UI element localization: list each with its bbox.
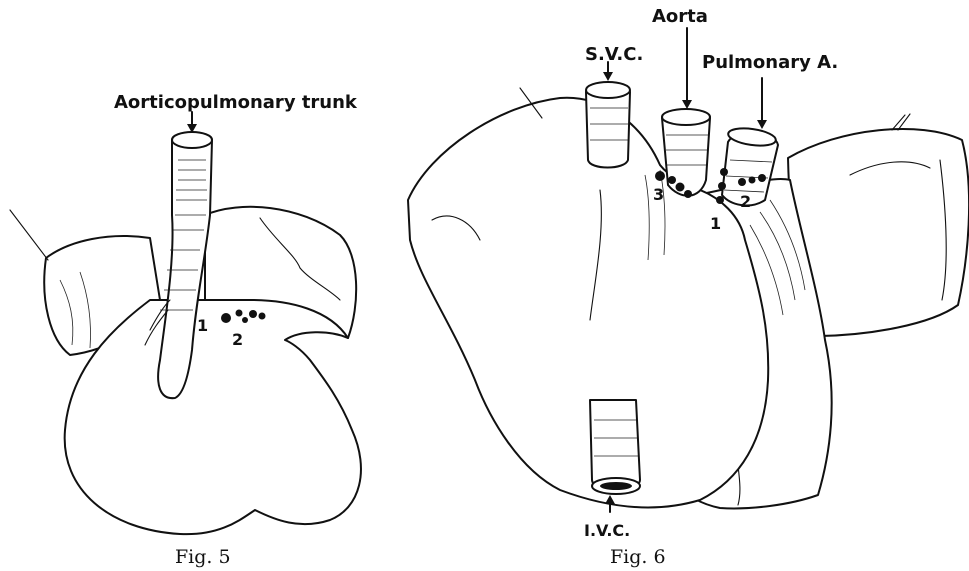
fig6-marker-2: 2 bbox=[740, 192, 751, 211]
figure-6: Aorta S.V.C. Pulmonary A. I.V.C. 1 2 3 F… bbox=[408, 6, 969, 568]
fig6-pulmonary-label: Pulmonary A. bbox=[702, 52, 838, 73]
fig6-ivc-label: I.V.C. bbox=[584, 521, 630, 540]
fig6-marker-1: 1 bbox=[710, 214, 721, 233]
fig6-caption: Fig. 6 bbox=[610, 546, 666, 568]
fig6-svc-label: S.V.C. bbox=[585, 44, 643, 65]
figure-5: Aorticopulmonary trunk 1 2 Fig. 5 bbox=[10, 92, 361, 568]
fig5-trunk-label: Aorticopulmonary trunk bbox=[114, 92, 358, 113]
fig5-marker-1: 1 bbox=[197, 316, 208, 335]
fig5-caption: Fig. 5 bbox=[175, 546, 231, 568]
fig5-marker-2: 2 bbox=[232, 330, 243, 349]
fig6-aorta-label: Aorta bbox=[652, 6, 708, 27]
fig6-ivc bbox=[590, 400, 640, 489]
fig6-marker-3: 3 bbox=[653, 185, 664, 204]
fig5-ventricle bbox=[65, 300, 361, 534]
